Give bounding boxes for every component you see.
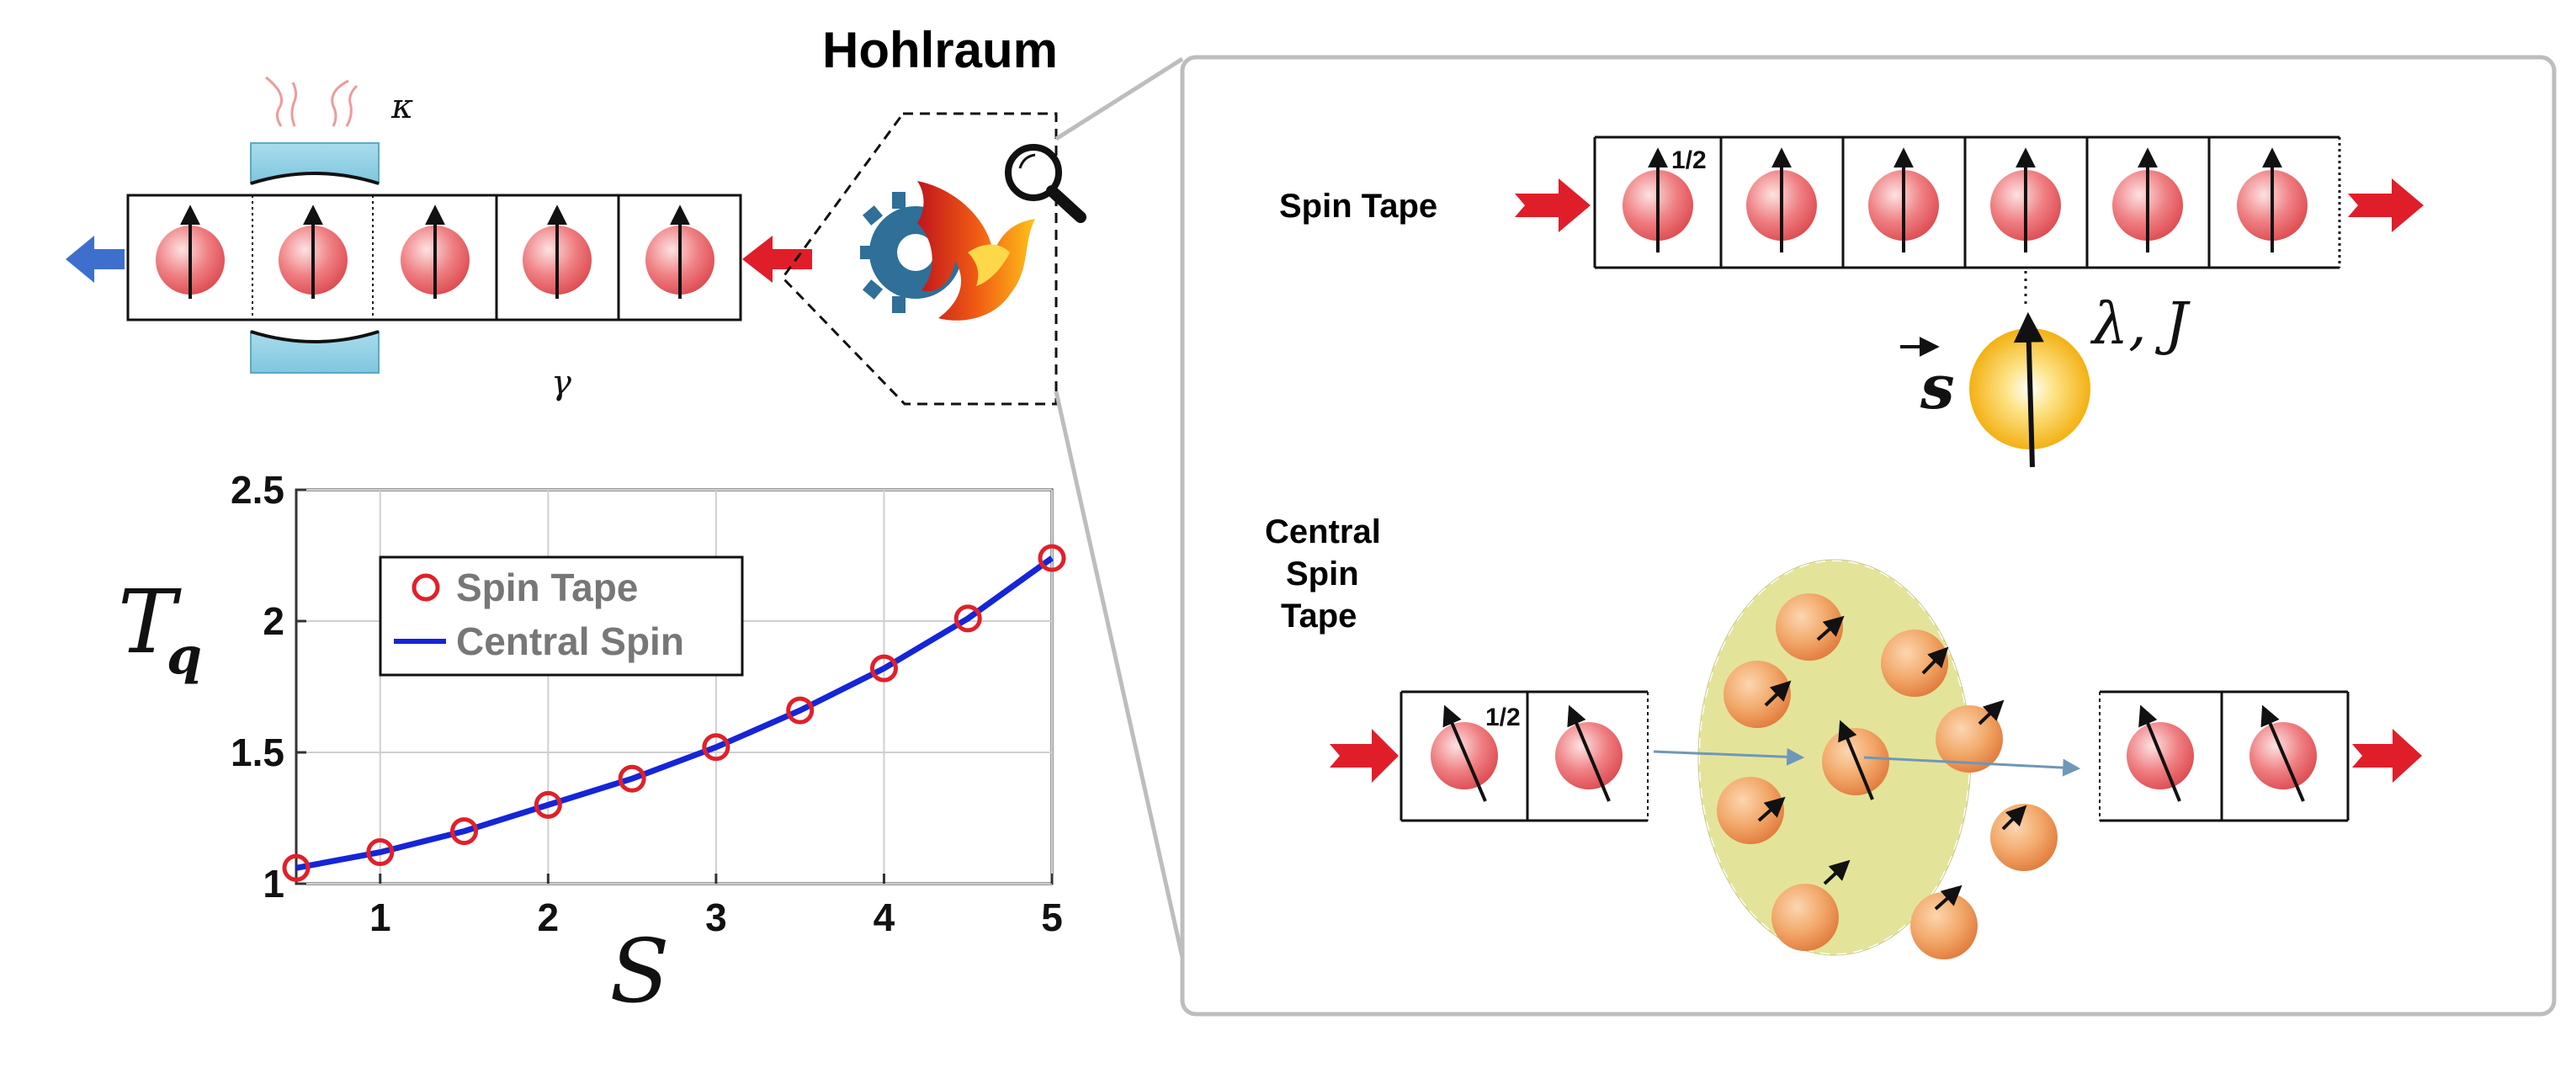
leakage-arrows-icon: [265, 76, 359, 127]
central-spin-symbol: s: [1920, 351, 1955, 422]
hohlraum-outline: [781, 112, 1058, 406]
x-tick-label: 3: [705, 895, 727, 939]
x-axis-title: S: [609, 920, 669, 1023]
spin-tape-row: Spin Tape 1/2: [1279, 135, 2424, 305]
input-arrow-red-icon: [742, 236, 812, 283]
gamma-label: γ: [551, 364, 571, 402]
series-line-central-spin: [295, 555, 1054, 871]
zoom-line-top: [1054, 56, 1184, 141]
gear-flame-icon: [860, 181, 1035, 321]
bath-center-spin: [1822, 720, 1889, 800]
spin-tape-in-arrow-icon: [1515, 178, 1591, 232]
cavity-mirror-bottom: [250, 330, 380, 374]
data-point-spin-tape: [282, 853, 311, 882]
central-spin-tape: Central Spin Tape 1/2: [1265, 513, 2422, 959]
spin-tape-label: Spin Tape: [1279, 188, 1437, 225]
spin-tape-spin-6: [2237, 147, 2308, 252]
chart-legend: Spin Tape Central Spin: [379, 555, 744, 677]
spin-tape-spin-1: [1623, 147, 1693, 252]
spin-tape-spin-5: [2112, 147, 2183, 252]
legend-label-central-spin: Central Spin: [456, 619, 684, 663]
x-tick-label: 2: [538, 895, 560, 939]
flow-arrow-in: [1653, 747, 1805, 766]
spin-left-4: [523, 205, 592, 299]
data-point-spin-tape: [702, 733, 730, 762]
cst-half-label: 1/2: [1485, 704, 1521, 731]
output-arrow-blue-icon: [66, 236, 125, 283]
spin-left-2: [279, 205, 348, 299]
spin-tape-spin-2: [1746, 147, 1817, 252]
y-tick-label: 2.5: [231, 468, 284, 512]
x-tick-label: 4: [874, 895, 895, 939]
hohlraum-title: Hohlraum: [822, 22, 1058, 78]
spin-tape-spin-4: [1990, 147, 2061, 252]
tq-chart: 1 2 3 4 5 1 1.5 2 2.5 T q S Spin Tape Central Sp…: [118, 468, 1066, 1023]
hohlraum-group: Hohlraum: [781, 22, 1086, 406]
chart-series: [282, 544, 1066, 882]
data-point-spin-tape: [869, 654, 898, 683]
data-point-spin-tape: [366, 838, 395, 867]
spin-left-5: [645, 205, 714, 299]
coupling-label: λ, J: [2090, 291, 2191, 358]
cst-left-spin-1: [1431, 704, 1498, 802]
flow-arrow-out: [1863, 756, 2081, 777]
spin-half-label: 1/2: [1671, 146, 1707, 174]
cst-right-spin-2: [2249, 704, 2317, 802]
y-tick-label: 2: [263, 599, 284, 643]
chart-plot-area: [295, 488, 1054, 885]
spin-left-1: [156, 205, 225, 299]
legend-marker-spin-tape: [412, 573, 440, 602]
magnifier-icon: [1005, 144, 1086, 223]
cst-label-3: Tape: [1281, 598, 1357, 635]
data-point-spin-tape: [450, 817, 479, 846]
central-spin: s λ, J: [1900, 291, 2191, 468]
y-axis-title: T q: [118, 571, 202, 686]
spin-left-3: [401, 205, 470, 299]
data-point-spin-tape: [534, 790, 562, 819]
spin-tape-out-arrow-icon: [2348, 178, 2424, 232]
detail-panel: [1180, 55, 2557, 1017]
data-point-spin-tape: [953, 604, 982, 633]
cavity-diagram: κ γ: [66, 76, 812, 402]
cst-out-arrow-icon: [2352, 729, 2422, 783]
zoom-line-bottom: [1054, 391, 1198, 1015]
data-point-spin-tape: [618, 764, 646, 793]
cavity-mirror-top: [250, 142, 380, 185]
cst-label-2: Spin: [1286, 555, 1359, 592]
bath-spins: [1717, 593, 2058, 959]
cst-right-spin-1: [2127, 704, 2194, 802]
cst-left-spin-2: [1555, 704, 1623, 802]
chart-ticks: 1 2 3 4 5 1 1.5 2 2.5: [231, 468, 1063, 939]
cst-label-1: Central: [1265, 513, 1381, 550]
cst-in-arrow-icon: [1330, 729, 1399, 783]
x-tick-label: 1: [369, 895, 391, 939]
legend-label-spin-tape: Spin Tape: [456, 566, 638, 609]
data-point-spin-tape: [786, 696, 815, 725]
data-point-spin-tape: [1038, 544, 1066, 572]
svg-text:T: T: [118, 571, 182, 673]
spin-tape-spin-3: [1868, 147, 1939, 252]
svg-text:q: q: [167, 627, 202, 686]
y-tick-label: 1: [263, 862, 284, 906]
x-tick-label: 5: [1041, 895, 1063, 939]
kappa-label: κ: [390, 88, 413, 126]
y-tick-label: 1.5: [231, 731, 284, 774]
